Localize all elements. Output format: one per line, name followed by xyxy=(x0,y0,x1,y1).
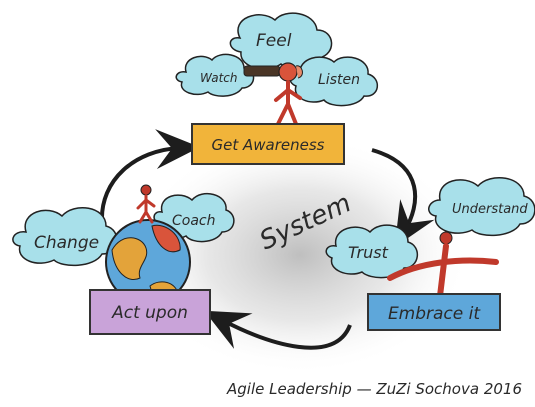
stage-label-act: Act upon xyxy=(111,303,188,323)
head-icon xyxy=(140,184,152,196)
arrow-awareness-to-embrace xyxy=(371,148,435,248)
cloud-understand: Understand xyxy=(428,177,535,237)
head-icon xyxy=(439,231,453,245)
act-stage: Change Coach Act upon xyxy=(12,184,235,335)
awareness-stage: Feel Watch Listen Get Awareness xyxy=(175,12,378,165)
awareness-figure xyxy=(243,62,303,126)
ear-icon xyxy=(295,65,303,79)
arrow-act-to-awareness xyxy=(99,129,200,223)
action-listen: Listen xyxy=(318,72,360,88)
embrace-stage: Understand Trust Embrace it xyxy=(325,177,535,331)
action-trust: Trust xyxy=(348,243,389,262)
credit-signature: Agile Leadership — ZuZi Sochova 2016 xyxy=(226,380,522,398)
stage-label-awareness: Get Awareness xyxy=(212,136,325,154)
action-understand: Understand xyxy=(452,202,528,217)
cloud-listen: Listen xyxy=(289,56,378,107)
stage-box-embrace: Embrace it xyxy=(367,293,501,331)
stage-box-awareness: Get Awareness xyxy=(191,123,345,165)
telescope-icon xyxy=(243,65,281,77)
action-feel: Feel xyxy=(256,31,292,51)
action-coach: Coach xyxy=(172,213,216,229)
stage-box-act: Act upon xyxy=(89,289,211,335)
cloud-watch: Watch xyxy=(175,53,255,97)
action-change: Change xyxy=(34,233,99,253)
act-figure xyxy=(136,184,156,224)
cloud-change: Change xyxy=(12,207,118,267)
stage-label-embrace: Embrace it xyxy=(388,304,481,324)
head-icon xyxy=(278,62,298,82)
arrow-embrace-to-act xyxy=(204,310,352,350)
globe-icon xyxy=(105,219,191,305)
cloud-trust: Trust xyxy=(325,224,418,279)
action-watch: Watch xyxy=(200,71,237,85)
